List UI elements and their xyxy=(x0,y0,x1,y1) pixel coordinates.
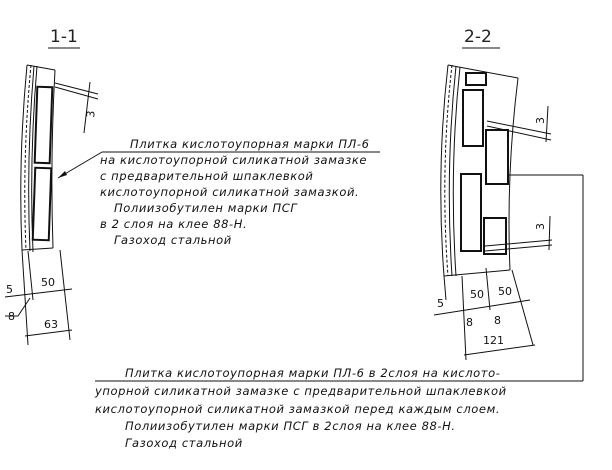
note-2-line: кислотоупорной силикатной замазкой перед… xyxy=(95,402,500,416)
section-2-title: 2-2 xyxy=(464,27,492,47)
dimension-lines-1 xyxy=(4,249,73,346)
note-1: Плитка кислотоупорная марки ПЛ-6 на кисл… xyxy=(100,137,370,247)
wall-section-1 xyxy=(20,64,99,253)
note-1-line: Полиизобутилен марки ПСГ xyxy=(114,201,298,215)
note-1-line: Плитка кислотоупорная марки ПЛ-6 xyxy=(130,137,370,151)
note-1-line: в 2 слоя на клее 88-Н. xyxy=(100,217,247,231)
dim-gap: 3 xyxy=(84,110,98,118)
dim-8: 8 xyxy=(8,310,15,323)
dim-8-b: 8 xyxy=(494,314,501,327)
dim-5: 5 xyxy=(6,283,13,296)
note-2-line: Полиизобутилен марки ПСГ в 2слоя на клее… xyxy=(125,419,456,433)
dim-gap-top: 3 xyxy=(534,117,547,124)
leader-line-2 xyxy=(95,174,584,382)
section-1-title: 1-1 xyxy=(50,27,78,47)
note-1-line: на кислотоупорной силикатной замазке xyxy=(100,153,367,167)
dim-50: 50 xyxy=(41,276,55,289)
note-1-line: Газоход стальной xyxy=(114,233,232,247)
section-1-1: 1-1 3 5 50 8 63 xyxy=(4,27,380,346)
section-2-2: 2-2 3 3 xyxy=(94,27,584,450)
dim-50-b: 50 xyxy=(498,285,512,298)
dim-63: 63 xyxy=(44,318,58,331)
dim-121: 121 xyxy=(483,334,504,347)
note-1-line: кислотоупорной силикатной замазкой. xyxy=(100,185,359,199)
note-2-line: упорной силикатной замазке с предварител… xyxy=(94,384,507,398)
leader-line-1 xyxy=(57,151,380,179)
note-2-line: Газоход стальной xyxy=(125,436,243,450)
note-2: Плитка кислотоупорная марки ПЛ-6 в 2слоя… xyxy=(94,366,507,450)
dim-50-a: 50 xyxy=(470,288,484,301)
dim-gap-bottom: 3 xyxy=(534,223,547,230)
note-1-line: с предварительной шпаклевкой xyxy=(100,169,314,183)
wall-section-2 xyxy=(440,64,553,277)
dimension-lines-2 xyxy=(433,267,536,361)
note-2-line: Плитка кислотоупорная марки ПЛ-6 в 2слоя… xyxy=(125,366,500,380)
dim-5: 5 xyxy=(437,297,444,310)
dim-8-a: 8 xyxy=(466,316,473,329)
